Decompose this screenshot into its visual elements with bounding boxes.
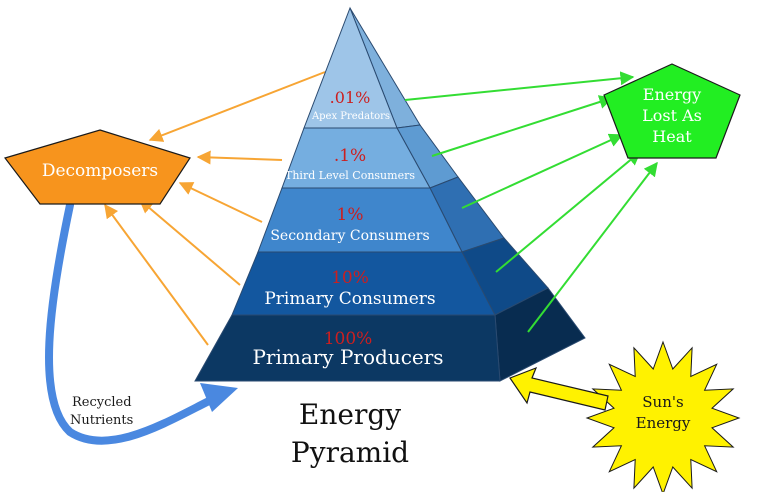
- percent-primary-consumers: 10%: [331, 268, 369, 288]
- green-arrow-1: [404, 71, 635, 101]
- green-arrow-3: [461, 133, 624, 209]
- percent-secondary: 1%: [337, 205, 364, 225]
- orange-arrow-1: [148, 71, 326, 142]
- label-producers: Primary Producers: [252, 345, 443, 369]
- percent-producers: 100%: [324, 329, 373, 349]
- level-producers: [194, 314, 501, 382]
- orange-arrow-4: [138, 199, 241, 286]
- percent-apex: .01%: [330, 88, 371, 107]
- decomposers-shape: [3, 129, 191, 205]
- label-primary-consumers: Primary Consumers: [264, 289, 435, 309]
- recycled-nutrients-arrow: [45, 201, 219, 445]
- label-secondary: Secondary Consumers: [270, 228, 429, 244]
- green-arrow-4: [495, 151, 642, 273]
- green-arrow-2: [431, 95, 614, 157]
- label-third: Third Level Consumers: [285, 169, 415, 182]
- heat-shape: [603, 63, 741, 159]
- sun-energy-arrow: [509, 366, 609, 411]
- sun-line-2: Energy: [636, 414, 691, 432]
- orange-arrow-5: [104, 203, 209, 346]
- percent-third: .1%: [334, 146, 366, 166]
- heat-arrows: [404, 71, 658, 333]
- label-apex: Apex Predators: [311, 111, 390, 122]
- sun-shape: [585, 340, 741, 492]
- title-line-1: Energy: [299, 398, 401, 431]
- decomposers-label: Decomposers: [42, 161, 158, 181]
- decomposer-arrows: [104, 71, 326, 346]
- heat-line-2: Lost As: [642, 106, 702, 125]
- sun-line-1: Sun's: [642, 393, 683, 411]
- green-arrow-5: [527, 161, 658, 333]
- pyramid-fronts: [194, 6, 501, 382]
- orange-arrow-2: [196, 150, 283, 165]
- orange-arrow-3: [178, 182, 263, 223]
- recycled-line-1: Recycled: [72, 395, 132, 410]
- recycled-nutrients-arrowhead: [200, 383, 238, 412]
- recycled-line-2: Nutrients: [70, 413, 133, 428]
- title-line-2: Pyramid: [291, 436, 409, 469]
- heat-line-1: Energy: [643, 85, 701, 104]
- heat-line-3: Heat: [652, 127, 692, 146]
